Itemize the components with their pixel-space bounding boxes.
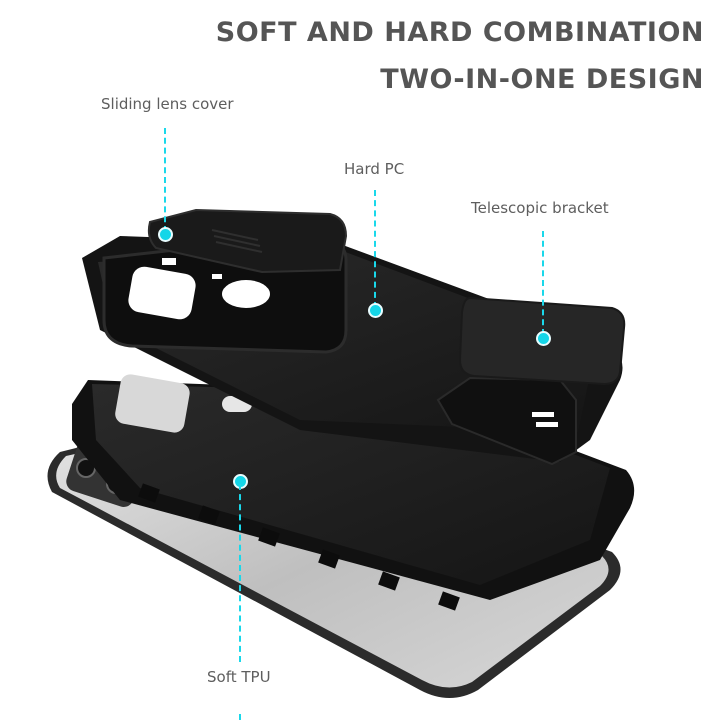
callout-label-sliding-lens-cover: Sliding lens cover <box>101 95 234 113</box>
callout-leader-hard-pc <box>374 190 376 308</box>
callout-leader-soft-tpu-tail <box>239 714 241 720</box>
callout-dot-telescopic-bracket <box>536 331 551 346</box>
callout-label-soft-tpu: Soft TPU <box>207 668 271 686</box>
callout-label-telescopic-bracket: Telescopic bracket <box>471 199 609 217</box>
headline-line-2: TWO-IN-ONE DESIGN <box>380 64 704 95</box>
headline-line-1: SOFT AND HARD COMBINATION <box>215 17 704 48</box>
callout-leader-telescopic-bracket <box>542 231 544 335</box>
callout-label-hard-pc: Hard PC <box>344 160 405 178</box>
callout-leader-soft-tpu <box>239 484 241 662</box>
callout-leader-sliding-lens-cover <box>164 128 166 232</box>
callout-dot-hard-pc <box>368 303 383 318</box>
callout-dot-sliding-lens-cover <box>158 227 173 242</box>
